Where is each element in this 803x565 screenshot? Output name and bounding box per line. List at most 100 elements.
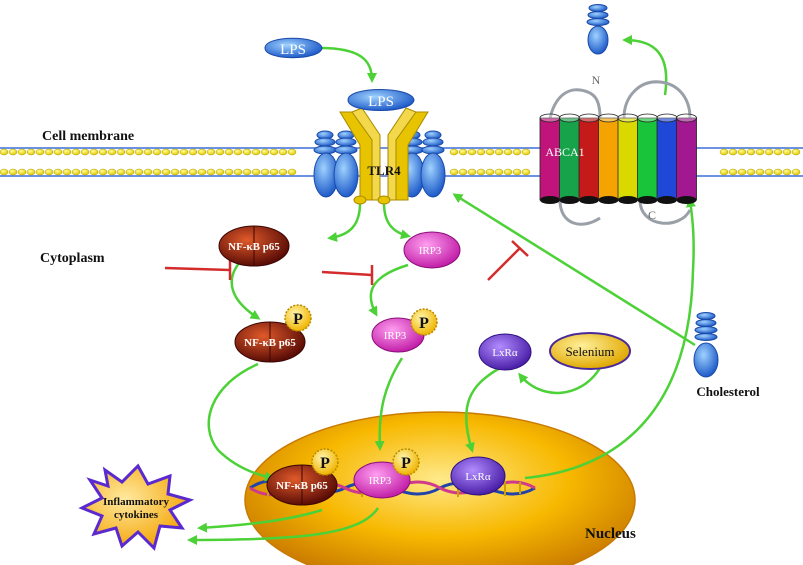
lps-bound: LPS	[347, 89, 415, 111]
abca1-helix-segment	[578, 117, 600, 201]
membrane-lipid-head	[0, 168, 9, 176]
membrane-lipid-head	[98, 168, 108, 176]
phospho-badge-irp3: P	[410, 308, 438, 336]
membrane-lipid-head	[125, 148, 135, 156]
membrane-lipid-head	[26, 148, 36, 156]
abca1-helix-cap	[656, 113, 678, 123]
abca1-helix-segment	[617, 117, 639, 201]
abca1-helix-segment	[539, 117, 561, 201]
abca1-helix-segment	[598, 117, 619, 201]
membrane-lipid-head	[737, 148, 747, 156]
phospho-badge-nfkb-nuclear: P	[311, 448, 339, 476]
abca1-helix-cap	[539, 113, 561, 123]
lps-label-bound: LPS	[368, 94, 394, 110]
membrane-lipid-head	[521, 148, 531, 156]
abca1-helix-cap	[598, 113, 619, 123]
membrane-lipid-head	[278, 168, 288, 176]
arrow-nfkb-to-nucleus	[207, 362, 275, 482]
abca1-label: ABCA1	[545, 145, 584, 159]
membrane-lipid-head	[269, 148, 279, 156]
membrane-lipid-head	[116, 168, 126, 176]
membrane-lipid-head	[242, 148, 252, 156]
membrane-lipid-head	[179, 148, 189, 156]
membrane-lipid-head	[116, 148, 126, 156]
membrane-lipid-head	[746, 148, 756, 156]
membrane-lipid-head	[791, 148, 801, 156]
membrane-lipid-head	[80, 168, 90, 176]
membrane-lipid-head	[458, 148, 468, 156]
abca1-helix-base	[540, 196, 560, 204]
irp3-label: IRP3	[419, 245, 442, 257]
abca1-helix-segment	[637, 117, 658, 201]
membrane-lipid-head	[476, 148, 486, 156]
membrane-lipid-head	[161, 168, 171, 176]
membrane-lipid-head	[8, 168, 18, 176]
membrane-lipid-head	[134, 148, 144, 156]
membrane-lipid-head	[71, 148, 81, 156]
lxra-label: LxRα	[492, 347, 518, 359]
membrane-lipid-head	[107, 168, 117, 176]
phospho-label: P	[419, 315, 429, 332]
abca1-helix-base	[676, 196, 697, 204]
membrane-lipid-head	[512, 168, 522, 176]
cytokines-label-line2: cytokines	[114, 509, 159, 521]
arrow-lxra-to-nucleus	[464, 366, 501, 453]
abca1-transporter: N C ABCA1	[539, 73, 697, 226]
membrane-lipid-head	[44, 148, 54, 156]
membrane-lipid-head	[728, 148, 738, 156]
cell-membrane-label: Cell membrane	[42, 129, 134, 144]
membrane-lipid-head	[737, 168, 747, 176]
membrane-lipid-head	[458, 168, 468, 176]
membrane-lipid-head	[746, 168, 756, 176]
cholesterol-cytoplasm: Cholesterol	[693, 312, 760, 399]
membrane-lipid-head	[782, 168, 792, 176]
abca1-helix-base	[618, 196, 638, 204]
membrane-lipid-head	[44, 168, 54, 176]
tlr4-complex: TLR4 LPS	[313, 89, 446, 205]
cell-membrane	[0, 147, 803, 177]
abca1-helix-segment	[656, 117, 678, 201]
membrane-lipid-head	[773, 168, 783, 176]
cholesterol-label: Cholesterol	[696, 384, 760, 399]
membrane-lipid-head	[242, 168, 252, 176]
membrane-lipid-head	[89, 148, 99, 156]
membrane-lipid-head	[260, 148, 270, 156]
membrane-lipid-head	[476, 168, 486, 176]
inhibit-tlr4	[487, 240, 529, 281]
membrane-lipid-head	[467, 148, 477, 156]
membrane-lipid-head	[224, 148, 234, 156]
arrow-lxra-to-abca1	[524, 197, 696, 480]
membrane-lipid-head	[251, 168, 261, 176]
membrane-lipid-head	[197, 168, 207, 176]
membrane-lipid-head	[287, 168, 297, 176]
membrane-lipid-head	[233, 168, 243, 176]
lxra-nuclear: LxRα	[450, 456, 506, 496]
irp3-phos-label: IRP3	[384, 330, 407, 342]
membrane-lipid-head	[764, 168, 774, 176]
arrow-selenium-to-lxra	[518, 367, 602, 395]
abca1-helix-cap	[559, 113, 580, 123]
irp3-nuclear-label: IRP3	[369, 475, 392, 487]
membrane-lipid-head	[197, 148, 207, 156]
cytokines-label-line1: Inflammatory	[103, 496, 169, 508]
membrane-lipid-head	[152, 148, 162, 156]
membrane-lipid-head	[233, 148, 243, 156]
nucleus-label: Nucleus	[585, 526, 636, 542]
arrow-cholesterol-to-tlr4	[452, 193, 696, 347]
membrane-lipid-head	[71, 168, 81, 176]
membrane-lipid-head	[53, 168, 63, 176]
inhibit-irp3	[321, 265, 374, 285]
membrane-lipid-head	[728, 168, 738, 176]
nfkb-p65: NF-κB p65	[218, 225, 290, 267]
membrane-lipid-head	[89, 168, 99, 176]
abca1-helix-cap	[637, 113, 658, 123]
membrane-lipid-head	[188, 168, 198, 176]
tlr4-left-receptors	[313, 130, 359, 198]
membrane-lipid-head	[755, 148, 765, 156]
arrow-nucleus-to-cytokines-1	[197, 508, 323, 533]
membrane-lipid-head	[107, 148, 117, 156]
nfkb-label: NF-κB p65	[228, 241, 280, 253]
inhibit-nfkb	[164, 260, 232, 280]
lxra-cytoplasm: LxRα	[478, 333, 532, 371]
membrane-lipid-head	[503, 148, 513, 156]
